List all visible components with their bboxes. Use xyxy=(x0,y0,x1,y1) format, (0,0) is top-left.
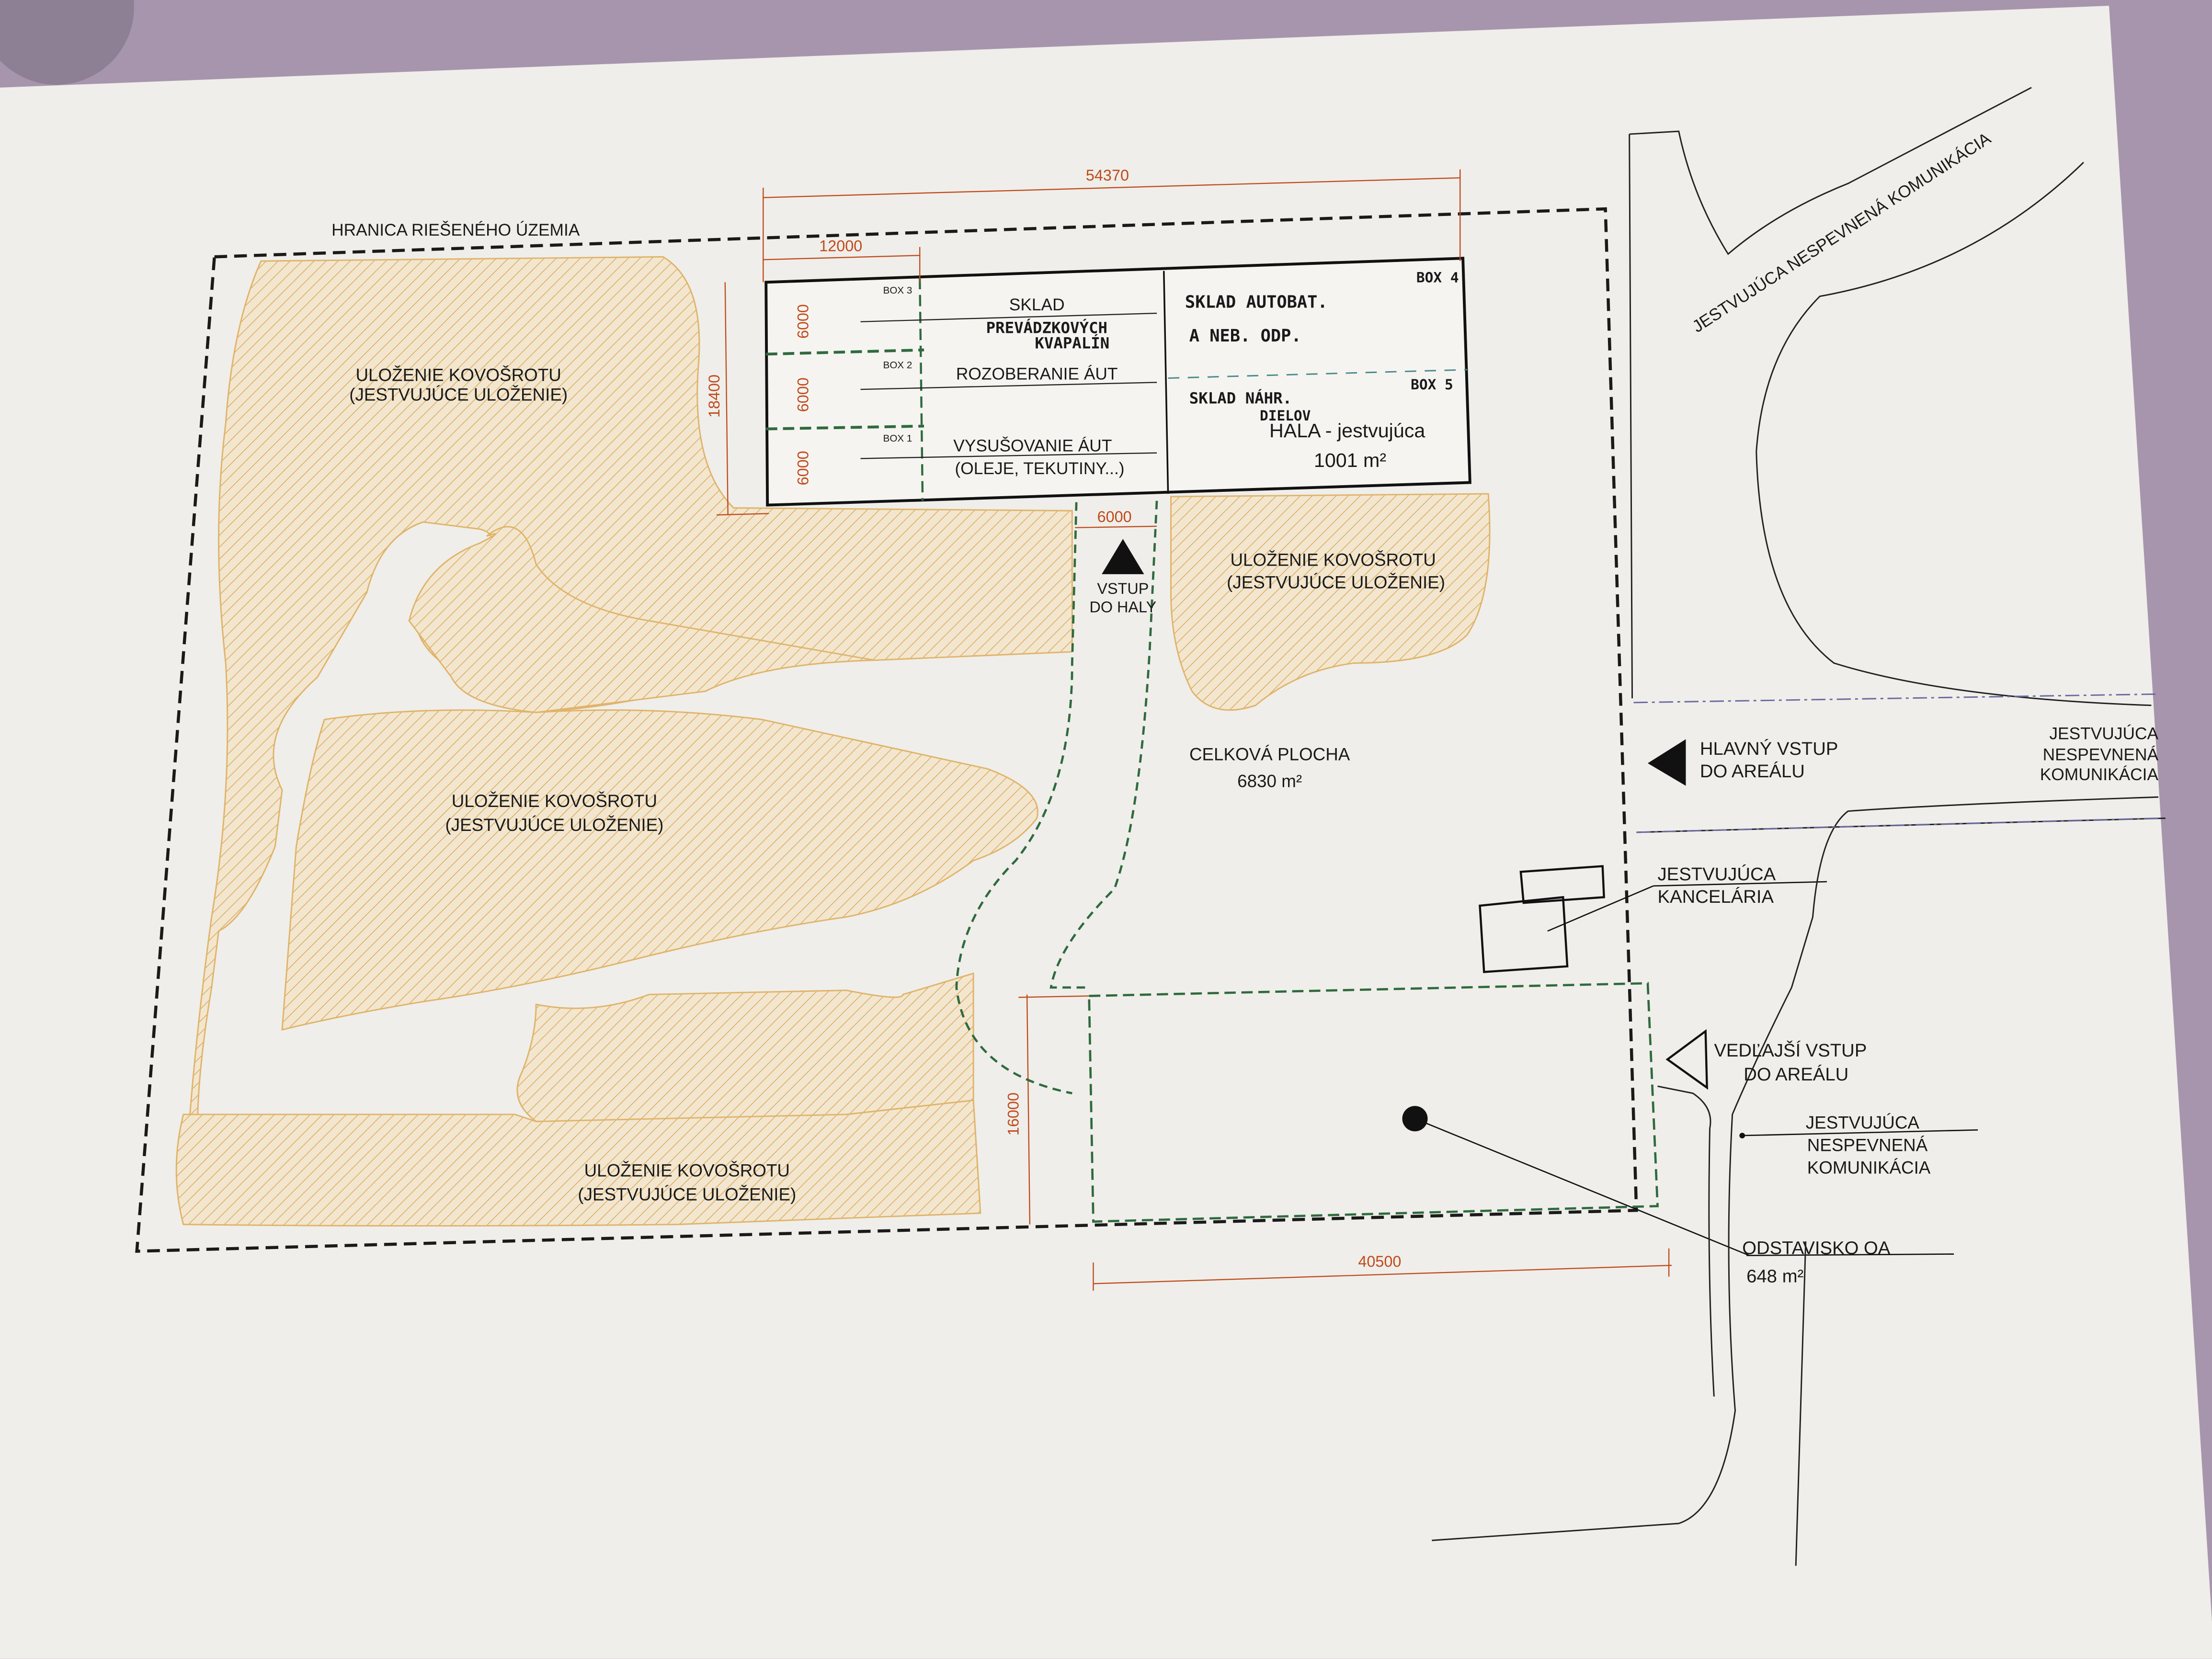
road-right-line3: KOMUNIKÁCIA xyxy=(2040,765,2159,784)
box4-box5-divider xyxy=(1168,369,1468,379)
box1-label: BOX 1 xyxy=(883,433,912,444)
leader-box3 xyxy=(860,312,1157,322)
parking-area-value: 648 m² xyxy=(1746,1266,1803,1286)
scrap-area-6 xyxy=(1170,493,1491,711)
entry-gate-lines xyxy=(1633,693,2159,833)
dim-box-width xyxy=(763,247,921,283)
scrap-area-5 xyxy=(175,1099,981,1227)
entry-hall-arrow-icon xyxy=(1102,539,1144,574)
box5-handwritten-1: SKLAD NÁHR. xyxy=(1189,389,1292,408)
hall-area: 1001 m² xyxy=(1314,449,1386,471)
storage-3-line1: ULOŽENIE KOVOŠROTU xyxy=(452,791,657,811)
dim-parking-width xyxy=(1093,1248,1672,1291)
office-leader xyxy=(1547,885,1654,932)
road-bottom-line2: NESPEVNENÁ xyxy=(1807,1135,1928,1155)
box2-label: BOX 2 xyxy=(883,360,912,371)
leader-box2 xyxy=(860,382,1157,390)
dim-box2: 6000 xyxy=(795,377,812,412)
dim-hall-depth-label: 18400 xyxy=(706,375,723,418)
side-entry-label-1: VEDĽAJŠÍ VSTUP xyxy=(1714,1040,1867,1061)
road-right-line2: NESPEVNENÁ xyxy=(2043,746,2159,764)
road-right-line1: JESTVUJÚCA xyxy=(2049,725,2158,743)
parking-area[interactable] xyxy=(1088,982,1659,1223)
dim-box3: 6000 xyxy=(795,304,812,339)
main-entry-label-2: DO AREÁLU xyxy=(1700,761,1805,782)
scrap-area-3 xyxy=(281,709,1038,1031)
dim-total-width-label: 54370 xyxy=(1086,167,1129,184)
storage-3-line2: (JESTVUJÚCE ULOŽENIE) xyxy=(445,815,663,835)
office-label-2: KANCELÁRIA xyxy=(1658,886,1774,907)
entry-hall-label-1: VSTUP xyxy=(1097,580,1149,597)
site-boundary-label: HRANICA RIEŠENÉHO ÚZEMIA xyxy=(331,221,580,239)
box5-handwritten-2: DIELOV xyxy=(1260,408,1311,424)
dim-hall-depth xyxy=(717,282,769,516)
box4-handwritten-1: SKLAD AUTOBAT. xyxy=(1185,292,1328,312)
main-entry-arrow-icon xyxy=(1647,739,1686,786)
hall-name: HALA - jestvujúca xyxy=(1269,420,1425,442)
office-underline xyxy=(1653,881,1827,887)
box2-rozoberanie: ROZOBERANIE ÁUT xyxy=(956,364,1118,383)
office-label-1: JESTVUJÚCA xyxy=(1658,864,1776,885)
box3-handwritten-1: PREVÁDZKOVÝCH xyxy=(986,318,1107,337)
box-divider-2-1 xyxy=(766,424,924,431)
entry-hall-label-2: DO HALY xyxy=(1089,598,1156,615)
storage-2-line2: (JESTVUJÚCE ULOŽENIE) xyxy=(1227,572,1445,592)
dim-entry-width xyxy=(1075,525,1157,528)
storage-1-line2: (JESTVUJÚCE ULOŽENIE) xyxy=(349,385,568,405)
main-entry-label-1: HLAVNÝ VSTUP xyxy=(1700,739,1838,759)
box3-label: BOX 3 xyxy=(883,285,912,296)
side-entry-arrow-icon xyxy=(1665,1029,1708,1090)
box1-vysusovanie: VYSUŠOVANIE ÁUT xyxy=(953,437,1112,455)
box5-label: BOX 5 xyxy=(1411,376,1453,393)
road-bottom-line3: KOMUNIKÁCIA xyxy=(1807,1158,1931,1178)
box4-handwritten-2: A NEB. ODP. xyxy=(1189,326,1301,346)
box-divider-3-2 xyxy=(766,348,924,356)
total-area-value: 6830 m² xyxy=(1237,772,1302,791)
parking-leader xyxy=(1414,1118,1750,1256)
dim-box1: 6000 xyxy=(795,451,812,485)
box3-sklad: SKLAD xyxy=(1009,295,1065,314)
dim-parking-width-label: 40500 xyxy=(1358,1253,1401,1270)
storage-4-line1: ULOŽENIE KOVOŠROTU xyxy=(584,1161,790,1181)
parking-underline xyxy=(1746,1253,1954,1256)
hall-divider xyxy=(1163,271,1169,494)
leader-box1 xyxy=(860,452,1157,459)
road-bottom-line1: JESTVUJÚCA xyxy=(1806,1113,1920,1132)
storage-2-line1: ULOŽENIE KOVOŠROTU xyxy=(1230,550,1436,569)
dim-parking-depth xyxy=(1018,994,1089,1225)
box4-label: BOX 4 xyxy=(1416,269,1459,285)
dim-parking-depth-label: 16000 xyxy=(1004,1092,1022,1136)
dim-total-width xyxy=(763,169,1461,283)
side-entry-label-2: DO AREÁLU xyxy=(1744,1064,1848,1085)
storage-4-line2: (JESTVUJÚCE ULOŽENIE) xyxy=(578,1185,796,1204)
dim-box-width-label: 12000 xyxy=(819,237,862,254)
box-column-line xyxy=(919,278,924,501)
road-bottom-leader xyxy=(1742,1129,1978,1136)
box3-handwritten-2: KVAPALÍN xyxy=(1035,334,1109,352)
dim-entry-width-label: 6000 xyxy=(1097,508,1132,525)
access-path xyxy=(955,500,1158,1095)
storage-1-line1: ULOŽENIE KOVOŠROTU xyxy=(355,365,561,385)
site-boundary xyxy=(135,207,1638,1253)
corner-decoration xyxy=(0,0,134,85)
total-area-label: CELKOVÁ PLOCHA xyxy=(1189,745,1350,764)
office-building[interactable] xyxy=(1479,865,1605,973)
box1-vysusovanie-sub: (OLEJE, TEKUTINY...) xyxy=(955,459,1125,478)
parking-label: ODSTAVISKO OA xyxy=(1742,1238,1890,1258)
